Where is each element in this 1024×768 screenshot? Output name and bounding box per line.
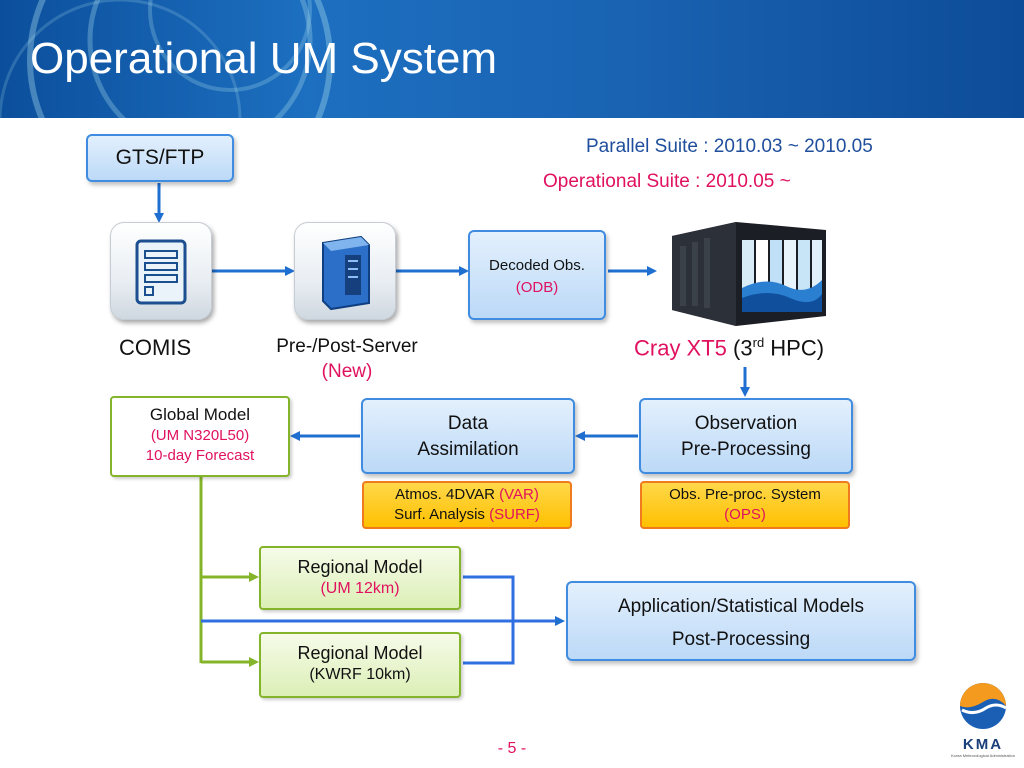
comis-glyph	[135, 239, 187, 305]
regional2-line1: Regional Model	[297, 643, 423, 663]
cray-detail-open: (3	[733, 335, 753, 361]
var-line2-text: Surf. Analysis	[394, 506, 485, 523]
var-line1-tag: (VAR)	[499, 486, 539, 503]
var-line1: Atmos. 4DVAR (VAR)	[364, 485, 570, 505]
prepost-server-note: (New)	[321, 361, 373, 382]
obs-line2: Pre-Processing	[681, 439, 811, 460]
cray-detail-sup: rd	[752, 335, 765, 350]
regional-model-kwrf-box: Regional Model (KWRF 10km)	[259, 632, 461, 698]
var-surf-box: Atmos. 4DVAR (VAR) Surf. Analysis (SURF)	[362, 481, 572, 529]
cray-name: Cray XT5	[634, 335, 727, 361]
page-title: Operational UM System	[30, 34, 498, 83]
ops-line2: (OPS)	[724, 506, 766, 523]
blue-link-regional1	[463, 575, 515, 621]
var-line2: Surf. Analysis (SURF)	[364, 505, 570, 525]
prepost-server-name: Pre-/Post-Server	[276, 336, 418, 357]
decoded-obs-title: Decoded Obs.	[489, 257, 585, 274]
comis-server-icon	[110, 222, 212, 320]
parallel-suite-text: Parallel Suite : 2010.03 ~ 2010.05	[586, 136, 873, 157]
var-line2-tag: (SURF)	[489, 506, 540, 523]
regional1-line1: Regional Model	[297, 557, 423, 577]
cray-detail-close: HPC)	[770, 335, 825, 361]
prepost-server-label: Pre-/Post-Server (New)	[262, 334, 432, 384]
page-number: - 5 -	[497, 740, 527, 757]
regional1-line2: (UM 12km)	[320, 580, 400, 597]
prepost-server-icon	[294, 222, 396, 320]
ops-box: Obs. Pre-proc. System (OPS)	[640, 481, 850, 529]
comis-label: COMIS	[119, 335, 192, 360]
tower-server-glyph	[322, 235, 370, 311]
cray-xt5-supercomputer-image	[672, 222, 826, 326]
cray-xt5-label: Cray XT5 (3rd HPC)	[634, 335, 824, 361]
kma-logo-text: KMA	[962, 736, 1004, 753]
application-models-box: Application/Statistical Models Post-Proc…	[566, 581, 916, 661]
regional2-line2: (KWRF 10km)	[309, 666, 411, 683]
observation-preprocessing-box: Observation Pre-Processing	[639, 398, 853, 474]
global-line3: 10-day Forecast	[145, 447, 255, 464]
obs-line1: Observation	[694, 413, 798, 434]
blue-link-regional2	[463, 621, 515, 665]
kma-logo: KMA Korea Meteorological Administration	[950, 680, 1016, 760]
global-line1: Global Model	[149, 405, 251, 424]
da-line2: Assimilation	[417, 439, 519, 460]
app-line2: Post-Processing	[671, 629, 811, 650]
app-line1: Application/Statistical Models	[617, 596, 865, 617]
decoded-obs-odb: (ODB)	[515, 279, 559, 296]
gts-ftp-label: GTS/FTP	[115, 146, 205, 169]
gts-ftp-box: GTS/FTP	[86, 134, 234, 182]
ops-line1: Obs. Pre-proc. System	[669, 486, 821, 503]
kma-emblem	[960, 683, 1007, 729]
data-assimilation-box: Data Assimilation	[361, 398, 575, 474]
da-line1: Data	[447, 413, 489, 434]
regional-model-um-box: Regional Model (UM 12km)	[259, 546, 461, 610]
global-line2: (UM N320L50)	[150, 427, 250, 444]
header-banner: Operational UM System	[0, 0, 1024, 118]
operational-suite-text: Operational Suite : 2010.05 ~	[543, 171, 791, 192]
var-line1-text: Atmos. 4DVAR	[395, 486, 495, 503]
decoded-obs-box: Decoded Obs. (ODB)	[468, 230, 606, 320]
kma-logo-subtitle: Korea Meteorological Administration	[950, 753, 1016, 758]
header-decoration	[0, 0, 333, 118]
global-model-box: Global Model (UM N320L50) 10-day Forecas…	[110, 396, 290, 477]
